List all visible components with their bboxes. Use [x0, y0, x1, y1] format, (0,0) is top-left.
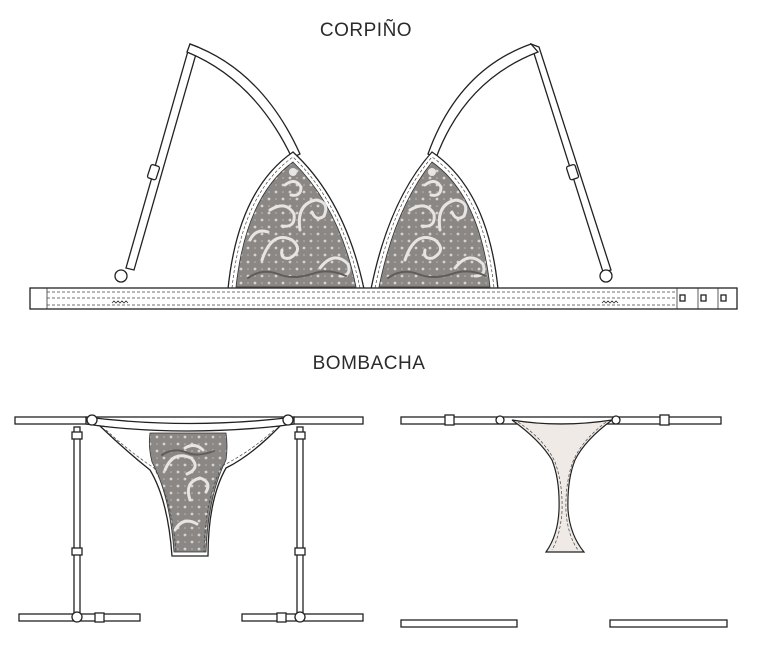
left-garter-strap — [73, 426, 81, 618]
panty-front — [14, 414, 364, 623]
back-left-leg-strap — [400, 619, 518, 628]
underband — [29, 287, 738, 310]
hook-1 — [679, 294, 686, 302]
left-strap-adjuster — [146, 163, 161, 181]
panty-title: BOMBACHA — [312, 353, 426, 374]
right-garter-strap — [296, 426, 304, 618]
left-strap — [114, 43, 301, 283]
back-right-leg-strap — [609, 619, 728, 628]
hook-2 — [700, 294, 707, 302]
left-strap-ring — [114, 269, 128, 283]
bra — [29, 42, 738, 310]
right-cup — [289, 151, 499, 290]
left-cup — [227, 151, 365, 290]
bra-title: CORPIÑO — [319, 20, 413, 41]
hook-3 — [720, 294, 727, 302]
right-strap-ring — [599, 269, 613, 283]
right-strap-adjuster — [565, 163, 580, 181]
panty-back — [400, 414, 728, 628]
right-strap — [427, 42, 613, 283]
